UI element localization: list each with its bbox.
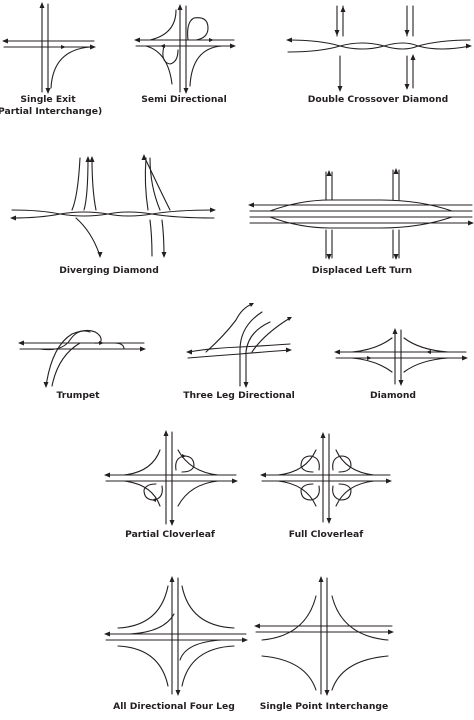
trumpet-diagram	[18, 329, 146, 388]
diverging-diamond-label: Diverging Diamond	[59, 265, 159, 276]
three-leg-directional-label: Three Leg Directional	[183, 390, 295, 401]
single-point-interchange-diagram	[254, 576, 394, 696]
double-crossover-diamond-diagram	[286, 5, 472, 92]
semi-directional-diagram	[134, 4, 236, 94]
full-cloverleaf-label: Full Cloverleaf	[288, 529, 364, 540]
diverging-diamond-diagram	[10, 154, 216, 258]
single-exit-label-line2: (Partial Interchange)	[0, 106, 103, 117]
semi-directional-label: Semi Directional	[141, 94, 227, 105]
single-exit-label: Single Exit (Partial Interchange)	[0, 94, 102, 118]
displaced-left-turn-label: Displaced Left Turn	[311, 265, 413, 276]
three-leg-directional-diagram	[186, 303, 292, 388]
single-point-interchange-label: Single Point Interchange	[259, 701, 389, 712]
single-exit-diagram	[2, 2, 96, 94]
single-exit-label-line1: Single Exit	[20, 94, 76, 105]
all-directional-four-leg-diagram	[104, 576, 248, 696]
diamond-label: Diamond	[370, 390, 416, 401]
full-cloverleaf-diagram	[260, 432, 392, 524]
partial-cloverleaf-diagram	[104, 430, 238, 526]
double-crossover-diamond-label: Double Crossover Diamond	[307, 94, 449, 105]
displaced-left-turn-diagram	[248, 168, 474, 260]
trumpet-label: Trumpet	[56, 390, 100, 401]
diamond-diagram	[334, 328, 468, 386]
partial-cloverleaf-label: Partial Cloverleaf	[125, 529, 215, 540]
all-directional-four-leg-label: All Directional Four Leg	[113, 701, 235, 712]
